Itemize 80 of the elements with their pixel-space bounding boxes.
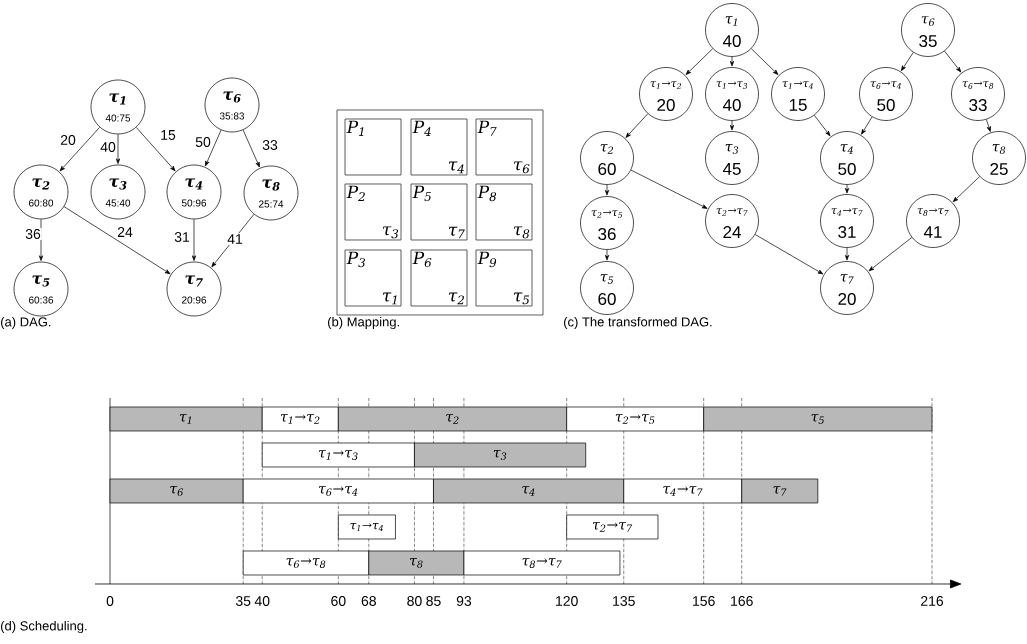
schedule-bar: τ$_{6}$→τ$_{8}$ (242, 550, 370, 576)
caption: (d) Scheduling. (1, 620, 87, 634)
schedule-bar: τ$_{2}$ (338, 406, 567, 432)
processor-cell: P$_{7}$ τ$_{6}$ (475, 118, 533, 176)
caption: (a) DAG. (1, 316, 51, 330)
arrow (205, 129, 222, 167)
schedule-bar: τ$_{1}$→τ$_{4}$ (338, 514, 396, 540)
processor-cell: P$_{6}$ τ$_{2}$ (410, 249, 468, 307)
schedule-bar: τ$_{1}$→τ$_{2}$ (261, 406, 339, 432)
processor-cell: P$_{5}$ τ$_{7}$ (410, 183, 468, 241)
arrow (604, 184, 610, 196)
schedule-bar: τ$_{6}$ (109, 478, 244, 504)
edge-label: 15 (159, 129, 177, 141)
schedule-bar: τ$_{2}$→τ$_{7}$ (566, 514, 659, 540)
edge-label: 40 (99, 141, 117, 153)
arrow (900, 52, 914, 72)
schedule-bar: τ$_{1}$→τ$_{3}$ (261, 442, 415, 468)
arrow (861, 116, 873, 135)
edge-label: 36 (24, 228, 42, 240)
tick-label: 120 (556, 596, 578, 606)
arrow (986, 119, 991, 132)
arrow (115, 134, 121, 164)
arrow (63, 206, 171, 275)
tick-label: 135 (613, 596, 635, 606)
arrow (750, 48, 779, 75)
tick-label: 85 (426, 596, 441, 606)
arrow (844, 184, 850, 194)
edge-label: 31 (173, 231, 191, 243)
edge-label: 41 (226, 233, 244, 245)
schedule-bar: τ$_{5}$ (703, 406, 933, 432)
schedule-bar: τ$_{3}$ (414, 442, 587, 468)
schedule-bar: τ$_{1}$ (109, 406, 263, 432)
arrow (191, 219, 197, 261)
arrow (630, 169, 708, 209)
schedule-bar: τ$_{4}$ (433, 478, 625, 504)
arrow (952, 176, 980, 203)
schedule-bar: τ$_{2}$→τ$_{5}$ (566, 406, 705, 432)
arrow (868, 237, 913, 272)
arrow (38, 219, 44, 261)
tick-label: 35 (235, 596, 251, 606)
arrow (729, 56, 735, 67)
arrow (135, 127, 176, 172)
arrow (604, 249, 610, 261)
tick-label: 68 (361, 596, 376, 606)
arrow (944, 50, 962, 73)
edge-label: 33 (261, 139, 279, 151)
arrow (59, 126, 100, 172)
arrow (844, 247, 850, 261)
tick-label: 93 (456, 596, 472, 606)
schedule-bar: τ$_{6}$→τ$_{4}$ (242, 478, 434, 504)
schedule-bar: τ$_{4}$→τ$_{7}$ (623, 478, 743, 504)
arrow (685, 48, 714, 75)
processor-cell: P$_{3}$ τ$_{1}$ (344, 249, 402, 307)
arrow (242, 129, 260, 168)
tick-label: 166 (731, 596, 753, 606)
tick-label: 0 (106, 596, 114, 606)
schedule-bar: τ$_{7}$ (741, 478, 819, 504)
caption: (b) Mapping. (328, 316, 399, 330)
arrow (211, 214, 255, 268)
processor-cell: P$_{8}$ τ$_{8}$ (475, 183, 533, 241)
processor-cell: P$_{9}$ τ$_{5}$ (475, 249, 533, 307)
tick-label: 80 (407, 596, 422, 606)
caption: (c) The transformed DAG. (564, 316, 712, 330)
processor-cell: P$_{1}$ (344, 118, 402, 176)
arrow (814, 114, 831, 137)
tick-label: 40 (254, 596, 270, 606)
schedule-bar: τ$_{8}$→τ$_{7}$ (463, 550, 621, 576)
edge-label: 24 (116, 226, 134, 238)
processor-cell: P$_{2}$ τ$_{3}$ (344, 183, 402, 241)
edge-label: 50 (194, 136, 212, 148)
arrow (729, 120, 735, 131)
schedule-bar: τ$_{8}$ (368, 550, 465, 576)
tick-label: 60 (331, 596, 346, 606)
tick-label: 216 (921, 596, 944, 606)
arrow (625, 113, 649, 138)
mapping-frame (336, 109, 544, 316)
tick-label: 156 (693, 596, 715, 606)
arrow (754, 234, 824, 275)
processor-cell: P$_{4}$ τ$_{4}$ (410, 118, 468, 176)
edge-label: 20 (59, 134, 77, 146)
